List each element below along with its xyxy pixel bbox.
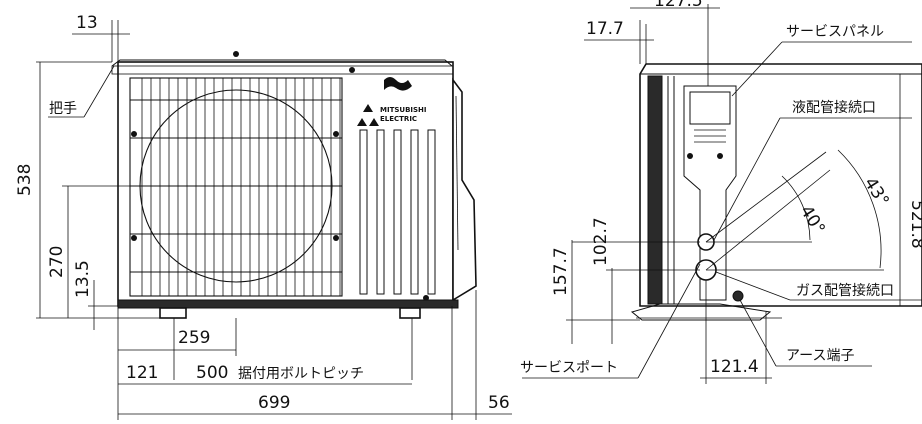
- dim-bolt-left: 121: [126, 363, 158, 383]
- handle-label: 把手: [49, 101, 77, 117]
- dim-bolt-pitch: 500: [196, 363, 228, 383]
- dim-top-width: 127.5: [654, 0, 703, 11]
- front-dimensions: 13 把手 538 270 13.5 259 121 500 据付用ボルトピッチ: [15, 13, 512, 420]
- gas-pipe-label: ガス配管接続口: [796, 282, 894, 299]
- dim-foot-height: 13.5: [73, 260, 93, 298]
- side-view: [630, 63, 922, 321]
- dim-height-b: 102.7: [591, 217, 611, 266]
- ground-terminal: [732, 290, 744, 302]
- dim-height-total: 538: [15, 164, 35, 196]
- front-view: MITSUBISHI ELECTRIC: [111, 51, 477, 319]
- dim-bottom-right: 121.4: [710, 357, 759, 377]
- mitsubishi-logo: MITSUBISHI ELECTRIC: [357, 77, 427, 126]
- service-panel: [683, 85, 737, 301]
- dim-width-half: 259: [178, 328, 210, 348]
- dim-protrusion: 56: [488, 393, 510, 413]
- svg-text:MITSUBISHI: MITSUBISHI: [380, 106, 427, 114]
- side-dimensions: 127.5 17.7 157.7 102.7 521.8 40° 43° サービ…: [520, 0, 922, 384]
- bolt-pitch-label: 据付用ボルトピッチ: [238, 366, 364, 382]
- dim-handle-offset: 13: [76, 13, 98, 33]
- service-port-label: サービスポート: [520, 360, 618, 376]
- fan-grille: [129, 77, 343, 297]
- dim-width-total: 699: [258, 393, 290, 413]
- dim-bolt-height: 270: [47, 246, 67, 278]
- service-panel-label: サービスパネル: [786, 24, 884, 40]
- dim-top-offset: 17.7: [586, 19, 624, 39]
- liquid-pipe-label: 液配管接続口: [792, 99, 876, 116]
- ground-terminal-label: アース端子: [786, 348, 854, 364]
- dim-height-right: 521.8: [907, 200, 922, 249]
- front-cabinet: [117, 61, 454, 307]
- svg-text:ELECTRIC: ELECTRIC: [380, 115, 417, 123]
- dim-height-a: 157.7: [551, 247, 571, 296]
